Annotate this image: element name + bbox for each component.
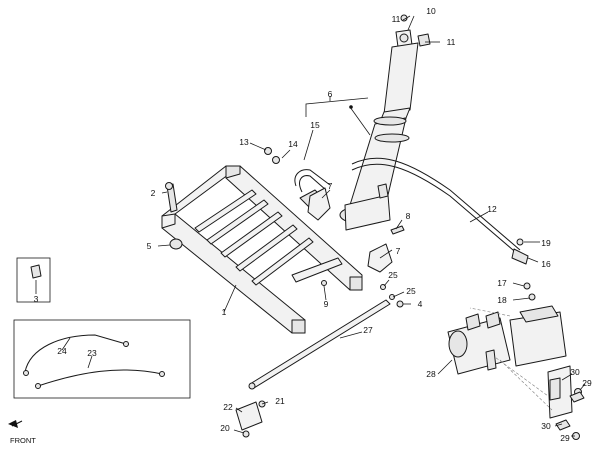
callout-22: 22 <box>223 402 233 412</box>
callout-30: 30 <box>541 421 551 431</box>
screw <box>321 280 327 286</box>
cable-end <box>35 383 41 389</box>
callout-17: 17 <box>497 278 507 288</box>
callout-5: 5 <box>147 241 152 251</box>
nut <box>396 300 404 308</box>
callout-11: 11 <box>447 37 456 47</box>
bolt-head <box>165 182 173 190</box>
bolt <box>390 225 405 235</box>
frame-assembly <box>161 165 363 334</box>
fitting <box>264 147 272 155</box>
nut <box>242 430 250 438</box>
callout-7: 7 <box>328 181 333 191</box>
pin <box>569 391 585 403</box>
cable <box>37 369 163 387</box>
hydraulic-hose <box>351 157 521 251</box>
inset-box-small <box>16 257 51 303</box>
callout-16: 16 <box>541 259 551 269</box>
callout-13: 13 <box>239 137 249 147</box>
front-orientation-marker <box>8 420 23 428</box>
front-label: FRONT <box>10 436 36 445</box>
hydraulic-hose-outline <box>351 163 521 257</box>
callout-3: 3 <box>34 294 39 304</box>
callout-labels: 10 11 11 6 15 13 14 2 7 8 12 7 19 5 16 2… <box>10 6 592 445</box>
callout-18: 18 <box>497 295 507 305</box>
bushing <box>169 238 183 250</box>
callout-25: 25 <box>388 270 398 280</box>
callout-21: 21 <box>275 396 285 406</box>
pipe <box>294 169 331 187</box>
callout-24: 24 <box>57 346 67 356</box>
callout-12: 12 <box>487 204 497 214</box>
callout-19: 19 <box>541 238 551 248</box>
hose-end-fittings <box>511 238 536 301</box>
hydraulic-pump-unit <box>447 305 573 419</box>
callout-1: 1 <box>222 307 227 317</box>
cable-end <box>123 341 129 347</box>
callout-9: 9 <box>324 299 329 309</box>
inset-box-cables <box>13 319 191 399</box>
pipe-outline <box>299 175 327 193</box>
callout-7: 7 <box>396 246 401 256</box>
cable <box>24 334 127 373</box>
callout-15: 15 <box>310 120 320 130</box>
screw <box>389 294 395 300</box>
pin <box>555 419 571 431</box>
callout-30: 30 <box>570 367 580 377</box>
leader-lines <box>35 15 586 437</box>
column-assembly <box>339 14 431 231</box>
callout-23: 23 <box>87 348 97 358</box>
callout-27: 27 <box>363 325 373 335</box>
clamp <box>235 401 263 431</box>
callout-10: 10 <box>426 6 436 16</box>
callout-4: 4 <box>418 299 423 309</box>
callout-2: 2 <box>151 188 156 198</box>
rod-end <box>248 382 256 390</box>
cable-end <box>159 371 165 377</box>
callout-6: 6 <box>328 89 333 99</box>
cable-end <box>23 370 29 376</box>
clip <box>30 264 42 279</box>
callout-28: 28 <box>426 369 436 379</box>
fitting <box>272 156 280 164</box>
callout-11: 11 <box>392 14 401 24</box>
callout-25: 25 <box>406 286 416 296</box>
callout-8: 8 <box>406 211 411 221</box>
callout-14: 14 <box>288 139 298 149</box>
callout-29: 29 <box>560 433 570 443</box>
callout-20: 20 <box>220 423 230 433</box>
callout-29: 29 <box>582 378 592 388</box>
